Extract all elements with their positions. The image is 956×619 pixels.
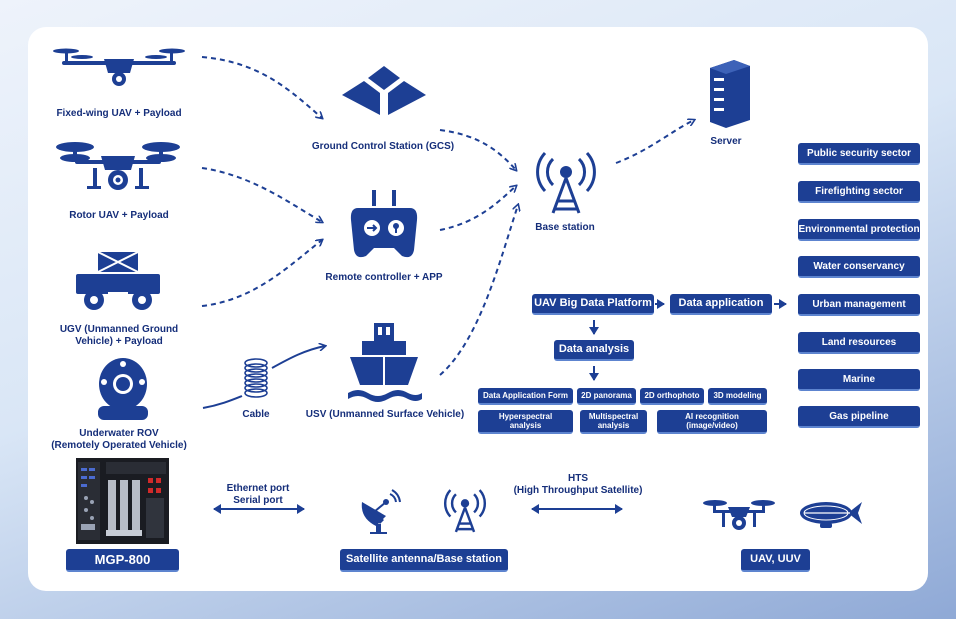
underwater-rov-icon bbox=[98, 358, 148, 420]
analysis-item-4: 3D modeling bbox=[708, 388, 767, 405]
mgp-800-device-image bbox=[76, 458, 169, 544]
cable-icon bbox=[244, 358, 268, 398]
usv-label: USV (Unmanned Surface Vehicle) bbox=[305, 409, 465, 420]
usv-icon bbox=[348, 323, 422, 402]
data-application-box: Data application bbox=[670, 294, 772, 315]
server-label: Server bbox=[710, 136, 742, 147]
sector-urban: Urban management bbox=[798, 294, 920, 316]
rotor-label: Rotor UAV + Payload bbox=[69, 210, 169, 221]
fixed-wing-label: Fixed-wing UAV + Payload bbox=[56, 108, 182, 119]
base-station-label: Base station bbox=[535, 222, 595, 233]
edge-ugv-remote bbox=[201, 240, 322, 307]
mgp-800-label: MGP-800 bbox=[66, 549, 179, 572]
rotor-uav-icon bbox=[56, 142, 180, 190]
edge-rotor-remote bbox=[201, 167, 322, 222]
sector-gas: Gas pipeline bbox=[798, 406, 920, 428]
fixed-wing-uav-icon bbox=[53, 48, 185, 86]
edge-cable-usv bbox=[271, 346, 325, 369]
base-station-small-icon bbox=[443, 489, 487, 533]
ports-label: Ethernet port Serial port bbox=[226, 483, 290, 506]
diagram-card bbox=[28, 27, 928, 591]
sector-public-security: Public security sector bbox=[798, 143, 920, 165]
edge-gcs-base bbox=[439, 129, 516, 170]
base-station-icon bbox=[536, 151, 596, 214]
analysis-item-7: AI recognition (image/video) bbox=[657, 410, 767, 434]
analysis-item-6: Multispectral analysis bbox=[580, 410, 647, 434]
small-uav-icon bbox=[703, 500, 775, 530]
analysis-item-1: Data Application Form bbox=[478, 388, 573, 405]
ugv-icon bbox=[76, 251, 160, 310]
sector-water: Water conservancy bbox=[798, 256, 920, 278]
data-analysis-box: Data analysis bbox=[554, 340, 634, 361]
remote-label: Remote controller + APP bbox=[325, 272, 443, 283]
gcs-label: Ground Control Station (GCS) bbox=[311, 141, 455, 152]
satellite-dish-icon bbox=[361, 489, 401, 534]
sector-marine: Marine bbox=[798, 369, 920, 391]
analysis-item-5: Hyperspectral analysis bbox=[478, 410, 573, 434]
edge-base-server bbox=[615, 120, 694, 164]
gcs-icon bbox=[342, 66, 426, 115]
satellite-base-label: Satellite antenna/Base station bbox=[340, 549, 508, 572]
sector-environmental: Environmental protection bbox=[798, 219, 920, 241]
edge-rov-cable bbox=[202, 395, 243, 409]
rov-label: Underwater ROV (Remotely Operated Vehicl… bbox=[51, 428, 187, 451]
edge-fixedwing-gcs bbox=[201, 56, 322, 118]
uuv-icon bbox=[800, 502, 862, 528]
sector-firefighting: Firefighting sector bbox=[798, 181, 920, 203]
edge-remote-base bbox=[439, 186, 516, 231]
cable-label: Cable bbox=[242, 409, 270, 420]
analysis-item-2: 2D panorama bbox=[577, 388, 636, 405]
big-data-platform-box: UAV Big Data Platform bbox=[532, 294, 654, 315]
server-icon bbox=[710, 60, 750, 128]
hts-label: HTS (High Throughput Satellite) bbox=[513, 473, 643, 496]
uav-uuv-label: UAV, UUV bbox=[741, 549, 810, 572]
sector-land: Land resources bbox=[798, 332, 920, 354]
ugv-label: UGV (Unmanned Ground Vehicle) + Payload bbox=[59, 324, 179, 347]
remote-controller-icon bbox=[350, 190, 418, 258]
edge-usv-base bbox=[439, 205, 518, 376]
analysis-item-3: 2D orthophoto bbox=[640, 388, 704, 405]
